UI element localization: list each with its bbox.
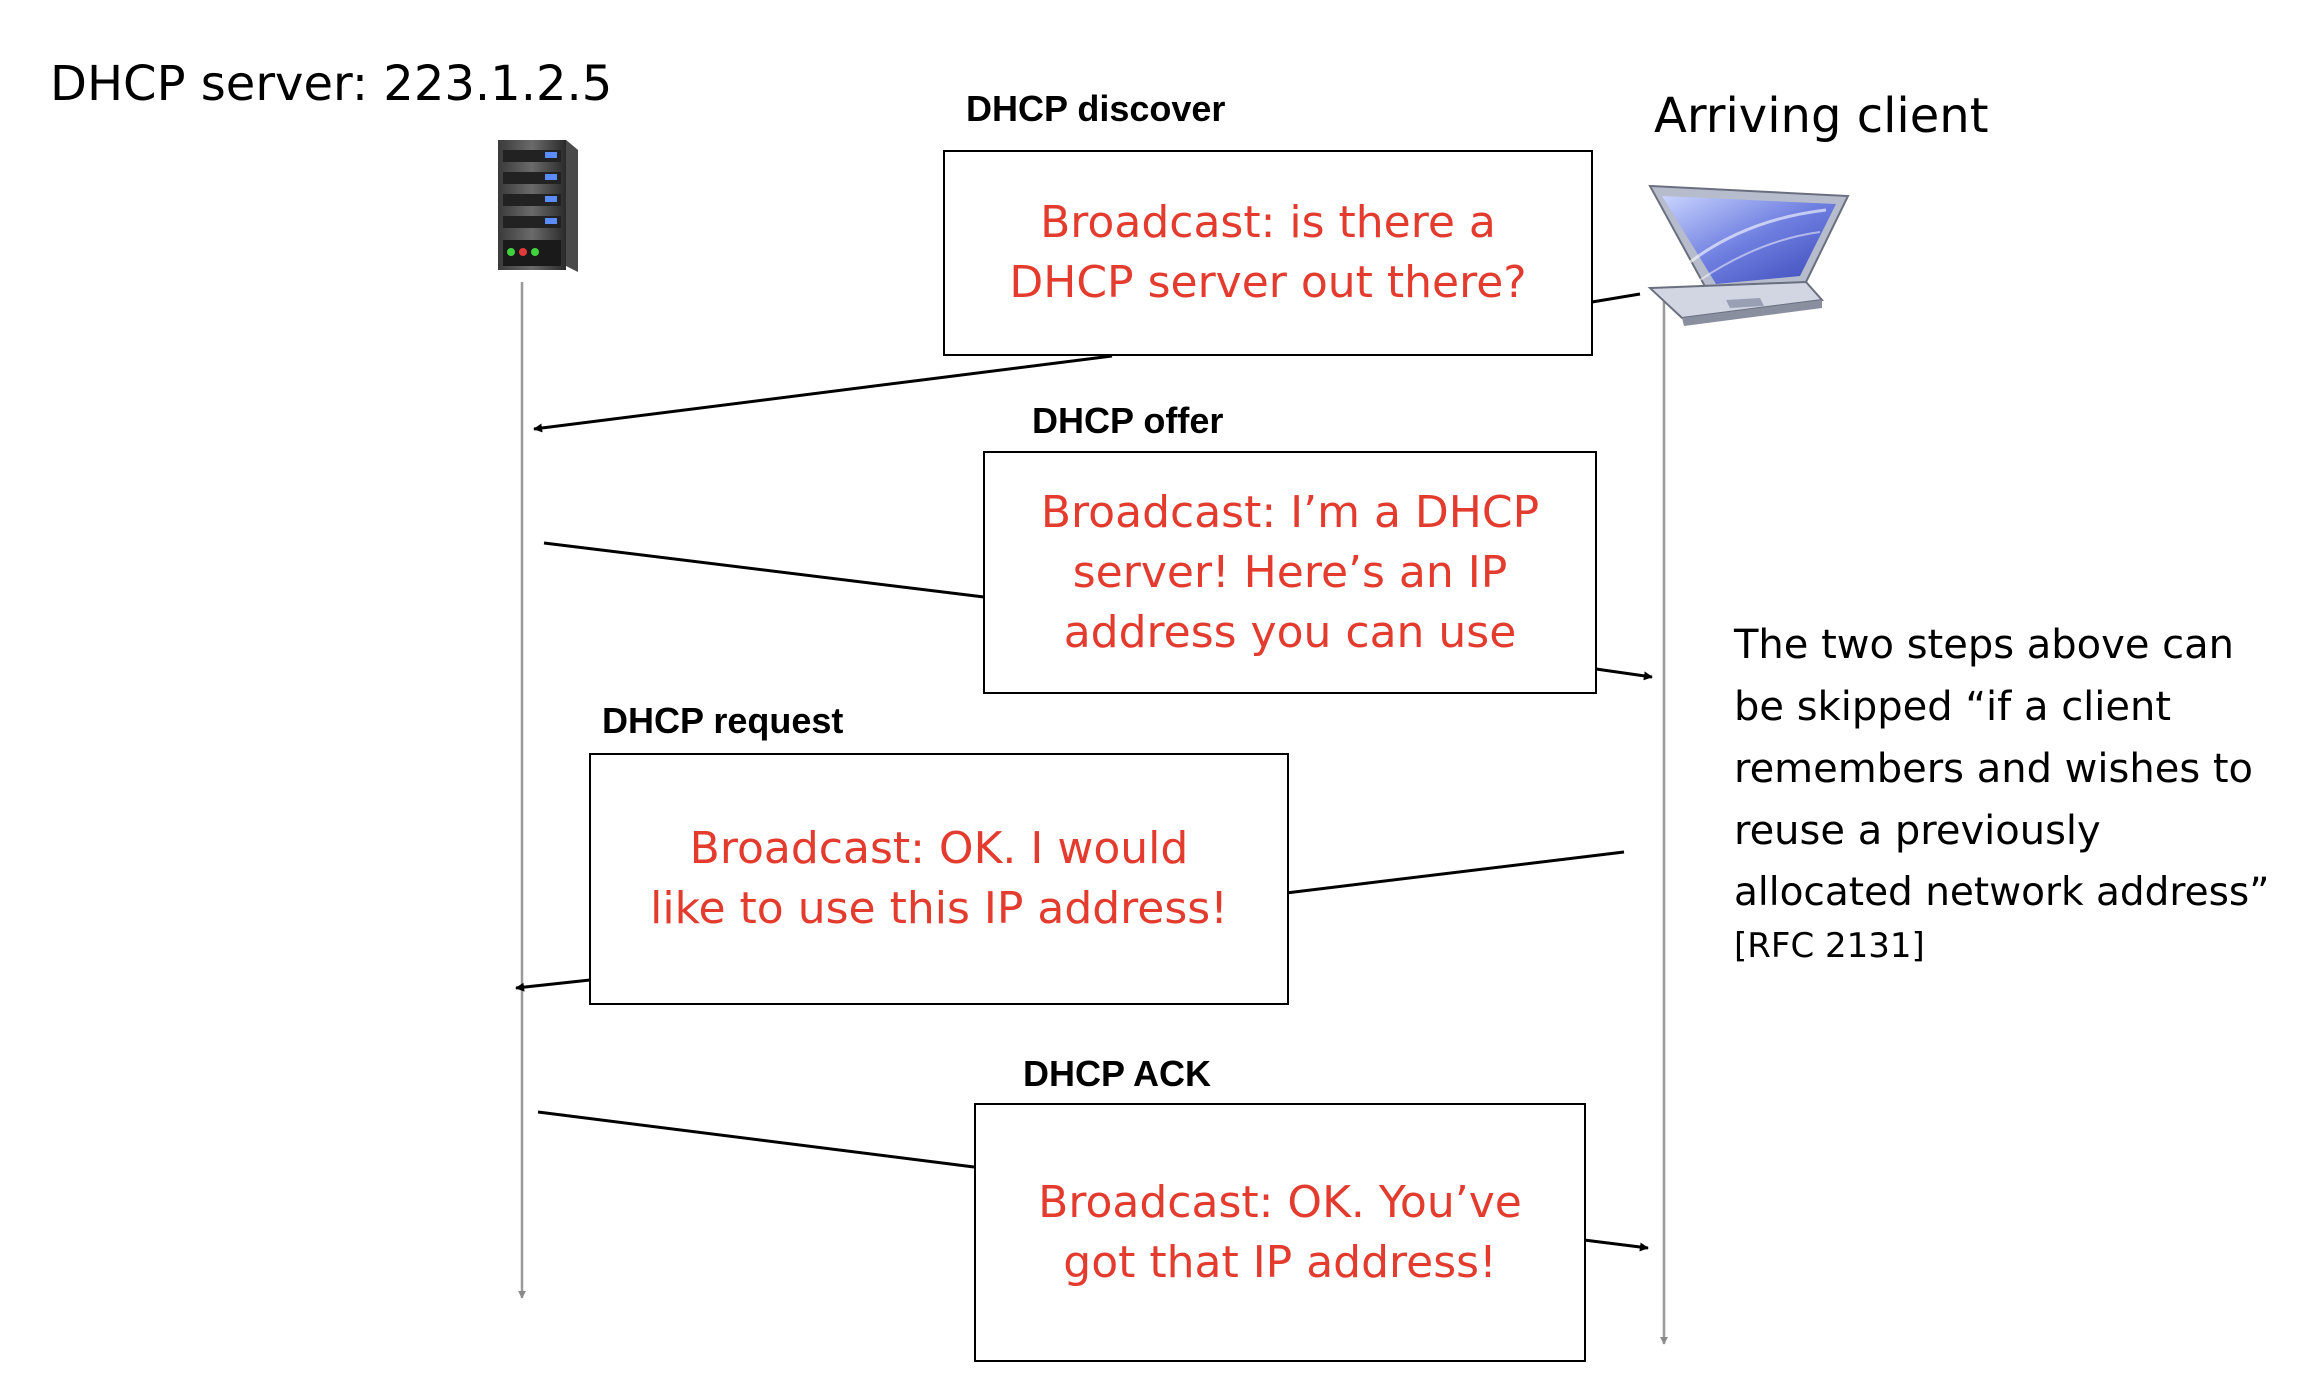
discover-box: Broadcast: is there a DHCP server out th… xyxy=(943,150,1593,356)
server-title: DHCP server: 223.1.2.5 xyxy=(50,56,613,112)
skip-note: The two steps above can be skipped “if a… xyxy=(1734,614,2294,966)
offer-line-segment xyxy=(543,541,985,599)
offer-box: Broadcast: I’m a DHCP server! Here’s an … xyxy=(983,451,1597,694)
note-line: allocated network address” xyxy=(1734,870,2270,915)
discover-arrow xyxy=(533,354,1113,433)
laptop-icon xyxy=(1647,184,1850,326)
ack-text-line: got that IP address! xyxy=(1063,1236,1497,1288)
offer-text-line: address you can use xyxy=(1063,606,1517,658)
note-line: be skipped “if a client xyxy=(1734,684,2172,730)
ack-text-line: Broadcast: OK. You’ve xyxy=(1038,1176,1522,1228)
offer-label: DHCP offer xyxy=(1032,400,1224,441)
request-line-segment xyxy=(1285,850,1625,895)
request-arrow xyxy=(515,978,591,992)
discover-text-line: Broadcast: is there a xyxy=(1040,197,1496,248)
ack-box: Broadcast: OK. You’ve got that IP addres… xyxy=(974,1103,1586,1362)
note-line: The two steps above can xyxy=(1734,622,2234,668)
discover-label: DHCP discover xyxy=(966,88,1226,129)
discover-text-line: DHCP server out there? xyxy=(1009,257,1527,308)
request-label: DHCP request xyxy=(602,700,844,741)
ack-arrow xyxy=(1583,1238,1649,1252)
note-citation: [RFC 2131] xyxy=(1734,926,1925,966)
offer-text-line: Broadcast: I’m a DHCP xyxy=(1040,486,1540,538)
discover-line-segment xyxy=(1591,292,1641,304)
note-line: remembers and wishes to xyxy=(1734,746,2254,792)
request-text-line: like to use this IP address! xyxy=(650,883,1228,934)
offer-text-line: server! Here’s an IP xyxy=(1072,546,1508,598)
ack-line-segment xyxy=(537,1110,975,1169)
client-title: Arriving client xyxy=(1654,88,1989,144)
note-line: reuse a previously xyxy=(1734,808,2101,854)
request-text-line: Broadcast: OK. I would xyxy=(689,823,1189,874)
offer-arrow xyxy=(1595,667,1653,681)
request-box: Broadcast: OK. I would like to use this … xyxy=(589,753,1289,1005)
ack-label: DHCP ACK xyxy=(1023,1053,1212,1094)
server-icon xyxy=(498,140,578,272)
